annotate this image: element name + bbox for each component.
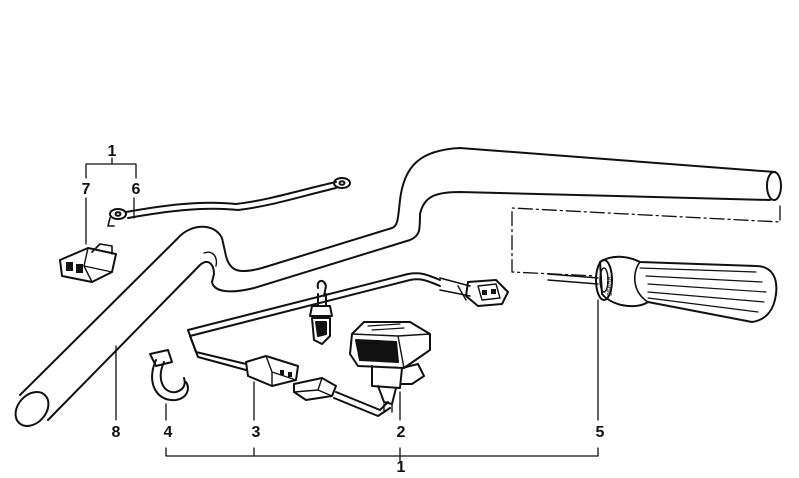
callout-6: 6 [132, 181, 141, 198]
connector-7 [59, 243, 117, 283]
clamp-4 [149, 349, 189, 402]
callout-5: 5 [596, 424, 605, 441]
callout-4: 4 [164, 424, 173, 441]
heated-grip-5 [547, 255, 778, 323]
plug-fitting [309, 280, 333, 345]
wiring-harness-3 [187, 272, 509, 417]
callout-7: 7 [82, 181, 91, 198]
callout-1-top: 1 [108, 143, 117, 160]
leader-lines [85, 157, 599, 463]
phantom-line [511, 205, 781, 277]
grip-marking: 35658 [607, 276, 614, 296]
handlebar-tube [14, 147, 782, 427]
callout-1-bottom: 1 [397, 459, 406, 473]
callout-3: 3 [252, 424, 261, 441]
callout-2: 2 [397, 424, 406, 441]
callout-8: 8 [112, 424, 121, 441]
switch-2 [349, 321, 431, 413]
heating-wire-6 [107, 177, 351, 227]
